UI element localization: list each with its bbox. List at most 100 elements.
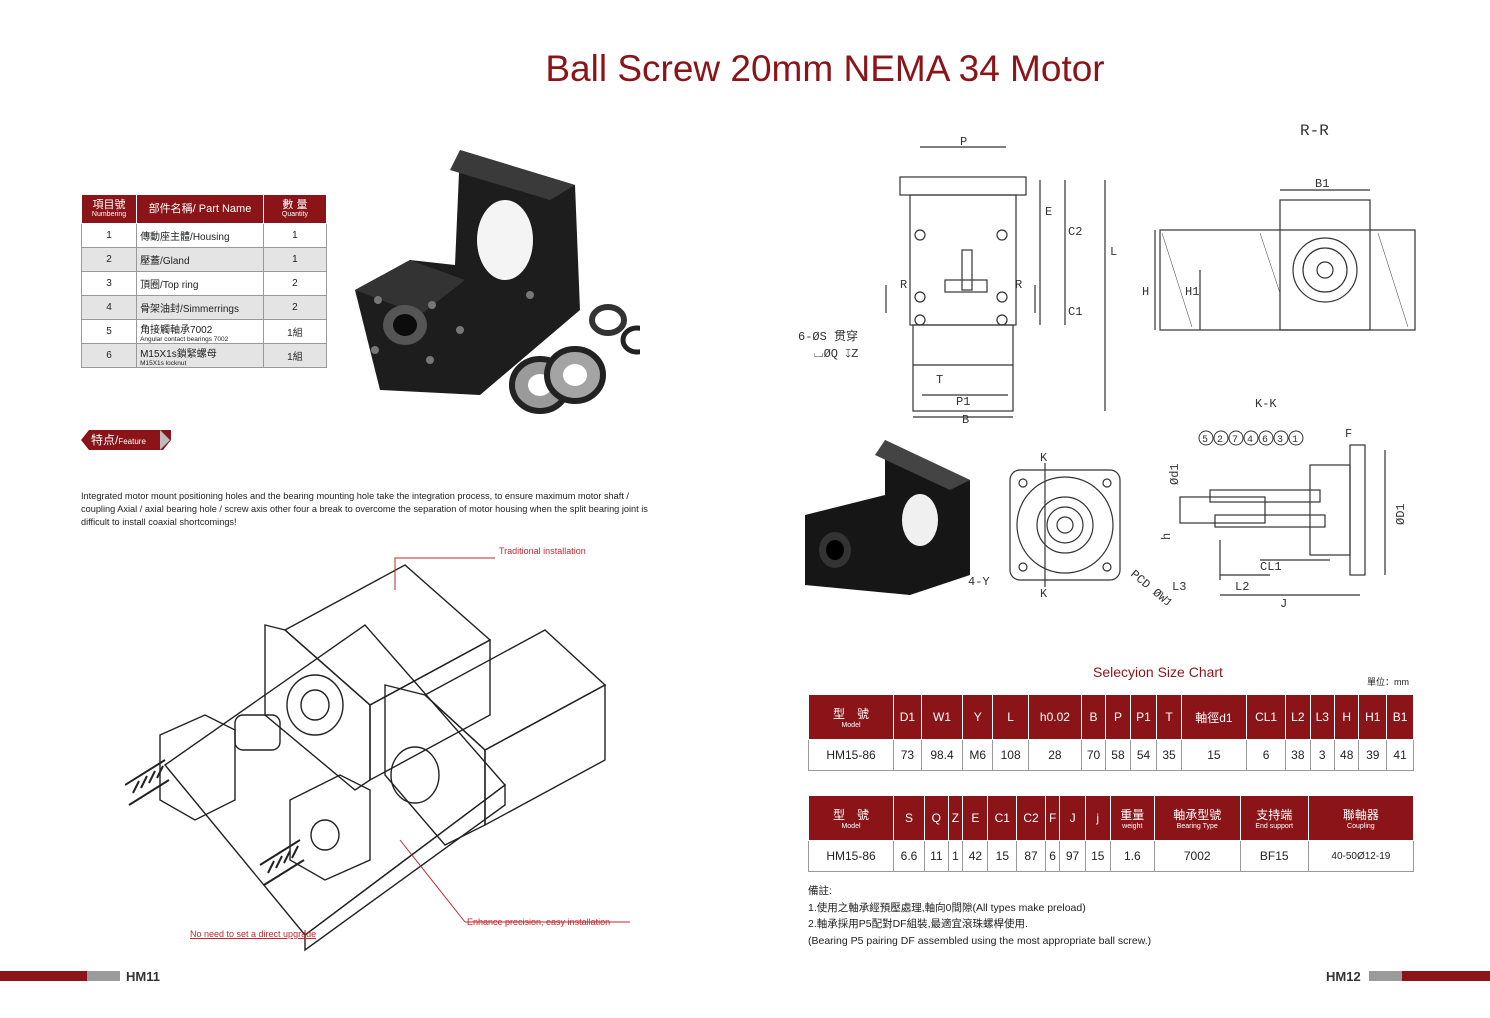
part-quantity: 2 xyxy=(262,295,328,320)
dim-cl1: CL1 xyxy=(1260,560,1282,574)
spec1-value-cell: 28 xyxy=(1028,739,1082,771)
section-kk-title: K-K xyxy=(1255,397,1277,411)
callout-traditional: Traditional installation xyxy=(499,546,586,556)
dim-e: E xyxy=(1045,205,1052,219)
spec2-value-cell: 1 xyxy=(947,840,964,872)
part-quantity: 1 xyxy=(262,247,328,272)
spec1-header: B xyxy=(1080,694,1107,740)
footer-bar-left-grey xyxy=(87,971,120,981)
spec1-header: Y xyxy=(962,694,994,740)
housing-render xyxy=(805,440,970,595)
part-number: 6 xyxy=(80,343,138,368)
spec2-value-cell: 40-50Ø12-19 xyxy=(1307,840,1415,872)
dim-h: H xyxy=(1142,285,1149,299)
spec2-model-cell: HM15-86 xyxy=(808,840,894,872)
spec1-header: P1 xyxy=(1129,694,1158,740)
spec2-value-cell: 97 xyxy=(1059,840,1086,872)
balloon-number: 5 xyxy=(1202,435,1208,446)
section-rr-title: R-R xyxy=(1300,122,1329,140)
part-number: 5 xyxy=(80,319,138,344)
spec1-header: H1 xyxy=(1358,694,1388,740)
part-name: 壓蓋/Gland xyxy=(136,247,264,272)
balloon-circle xyxy=(1213,430,1229,446)
spec1-header: P xyxy=(1105,694,1131,740)
page-number-right: HM12 xyxy=(1326,969,1361,984)
part-number: 2 xyxy=(80,247,138,272)
spec1-value-cell: 41 xyxy=(1386,739,1414,771)
label-4y: 4-Y xyxy=(968,575,990,589)
spec2-value-cell: BF15 xyxy=(1239,840,1309,872)
spec1-header: D1 xyxy=(893,694,922,740)
dim-p: P xyxy=(960,135,967,149)
holes-label: 6-ØS 贯穿 xyxy=(798,328,858,344)
balloon-number: 3 xyxy=(1277,435,1283,446)
spec1-value-cell: 48 xyxy=(1333,739,1360,771)
footer-bar-right-red xyxy=(1402,971,1490,981)
section-rr-labels: R-R B1 H H1 xyxy=(1142,122,1329,299)
balloon-number: 2 xyxy=(1217,435,1223,446)
spec1-value-cell: 38 xyxy=(1285,739,1311,771)
part-number: 3 xyxy=(80,271,138,296)
spec2-value-cell: 6.6 xyxy=(892,840,926,872)
front-view-drawing xyxy=(885,146,1106,418)
dim-c1: C1 xyxy=(1068,305,1082,319)
part-number: 4 xyxy=(80,295,138,320)
spec1-header: h0.02 xyxy=(1028,694,1082,740)
spec1-model-cell: HM15-86 xyxy=(808,739,894,771)
spec2-header: J xyxy=(1059,795,1086,841)
spec2-value-cell: 15 xyxy=(1084,840,1111,872)
unit-label: 單位：mm xyxy=(1367,677,1409,687)
spec2-value-cell: 7002 xyxy=(1153,840,1241,872)
part-name: 傳動座主體/Housing xyxy=(136,223,264,248)
spec1-header: L2 xyxy=(1285,694,1311,740)
footer-bar-left-red xyxy=(0,971,87,981)
dim-d1: ØD1 xyxy=(1394,503,1408,525)
title-text: Ball Screw 20mm NEMA 34 Motor xyxy=(545,48,1105,89)
spec1-value-cell: 15 xyxy=(1180,739,1248,771)
footer-bar-right-grey xyxy=(1369,971,1402,981)
dim-d1-small: Ød1 xyxy=(1168,463,1182,485)
spec2-header: j xyxy=(1084,795,1111,841)
housing-photo xyxy=(355,150,640,414)
notes: 備註: 1.使用之軸承經預壓處理,軸向0間隙(All types make pr… xyxy=(808,883,1151,949)
page-number-left: HM11 xyxy=(126,969,160,984)
part-quantity: 1組 xyxy=(262,343,328,368)
spec2-header: Z xyxy=(947,795,964,841)
spec2-value-cell: 6 xyxy=(1044,840,1061,872)
spec2-header: Q xyxy=(924,795,949,841)
feature-description: Integrated motor mount positioning holes… xyxy=(81,491,648,527)
spec2-value-cell: 15 xyxy=(987,840,1018,872)
top-view-drawing xyxy=(1009,463,1121,587)
spec1-value-cell: 35 xyxy=(1156,739,1182,771)
spec1-header: W1 xyxy=(920,694,964,740)
dim-l2: L2 xyxy=(1235,580,1249,594)
spec2-header: S xyxy=(892,795,926,841)
callout-enhance: Enhance precision, easy installation xyxy=(467,917,611,927)
spec2-value-cell: 11 xyxy=(924,840,949,872)
balloon-circle xyxy=(1288,430,1304,446)
balloon-circle xyxy=(1228,430,1244,446)
feature-arrow-icon xyxy=(160,430,170,450)
part-number: 1 xyxy=(80,223,138,248)
spec2-value-cell: 42 xyxy=(962,840,989,872)
balloon-number: 7 xyxy=(1232,435,1238,446)
part-name: 骨架油封/Simmerrings xyxy=(136,295,264,320)
dim-f: F xyxy=(1345,427,1352,441)
spec1-header: L3 xyxy=(1309,694,1335,740)
spec1-header: T xyxy=(1156,694,1182,740)
dim-h1: H1 xyxy=(1185,285,1199,299)
dim-b: B xyxy=(962,413,969,427)
spec1-header: H xyxy=(1333,694,1360,740)
